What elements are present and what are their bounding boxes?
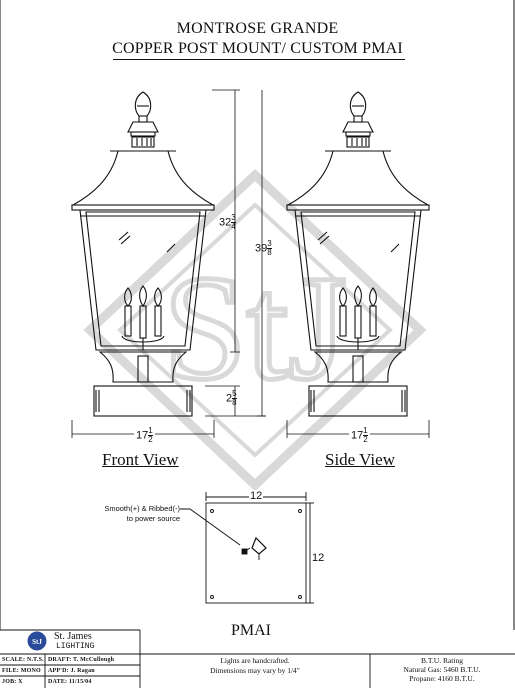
dimension-lines [71,89,430,438]
power-source-note: Smooth(+) & Ribbed(-) to power source [104,504,180,523]
front-candles [121,285,165,350]
draft-field: DRAFT: T. McCullough [48,657,115,663]
btu-rating: B.T.U. Rating Natural Gas: 5460 B.T.U. P… [403,656,481,683]
company-subname: LIGHTING [56,642,95,651]
dim-plate-height: 12 [311,552,326,564]
drawing-subtitle: COPPER POST MOUNT/ CUSTOM PMAI [112,40,403,57]
front-lantern [70,91,216,417]
title-underline [113,59,405,60]
front-view-label: Front View [102,450,179,469]
company-name: St. James [54,631,92,642]
file-field: FILE: MONO [2,668,41,674]
date-field: DATE: 11/15/04 [48,679,92,685]
handcraft-note: Lights are handcrafted. Dimensions may v… [210,656,300,675]
pmai-plate [180,492,314,604]
pmai-label: PMAI [231,622,272,639]
drawing-title: MONTROSE GRANDE [176,20,339,37]
title-block-lines [0,629,515,688]
approved-field: APP'D: J. Ragan [48,668,95,674]
logo-mark: StJ [32,638,42,646]
watermark: StJ [83,168,427,492]
scale-field: SCALE: N.T.S. [2,657,44,663]
job-field: JOB: X [2,679,23,685]
side-lantern [285,91,431,417]
side-candles [336,285,380,350]
side-view-label: Side View [325,450,395,469]
dim-plate-width: 12 [249,490,264,502]
